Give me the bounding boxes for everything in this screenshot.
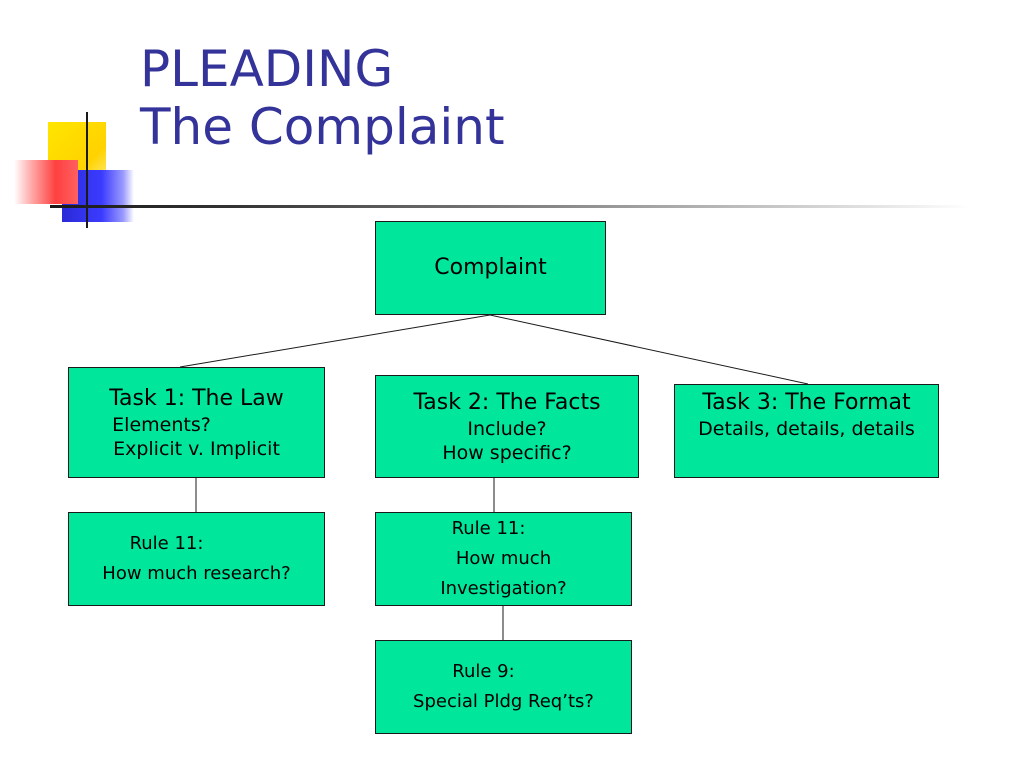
- rule9-box: Rule 9: Special Pldg Req’ts?: [375, 640, 632, 734]
- task3-title: Task 3: The Format: [702, 390, 911, 415]
- task1-box: Task 1: The Law Elements? Explicit v. Im…: [68, 367, 325, 478]
- slide-title: PLEADING The Complaint: [140, 40, 940, 156]
- rule11-research-box: Rule 11: How much research?: [68, 512, 325, 606]
- task2-box: Task 2: The Facts Include? How specific?: [375, 375, 639, 478]
- task3-box: Task 3: The Format Details, details, det…: [674, 384, 939, 478]
- task2-how-specific: How specific?: [442, 441, 572, 464]
- task2-title: Task 2: The Facts: [413, 389, 601, 415]
- slide-title-line-1: PLEADING: [140, 40, 394, 98]
- task3-details: Details, details, details: [698, 418, 915, 440]
- complaint-label: Complaint: [434, 255, 547, 280]
- slide-title-line-2: The Complaint: [140, 98, 505, 156]
- connector-root-to-task3: [489, 314, 809, 385]
- rule11-investigation-label: Rule 11:: [451, 518, 526, 539]
- task1-explicit-implicit: Explicit v. Implicit: [113, 437, 280, 460]
- rule11-investigation-how-much: How much: [455, 548, 552, 569]
- complaint-box: Complaint: [375, 221, 606, 315]
- task1-title: Task 1: The Law: [109, 385, 284, 411]
- rule11-research-label: Rule 11:: [129, 533, 204, 554]
- rule9-question: Special Pldg Req’ts?: [413, 691, 594, 712]
- rule9-label: Rule 9:: [452, 661, 515, 682]
- task1-elements: Elements?: [112, 413, 211, 436]
- decorative-red-square: [14, 160, 78, 204]
- rule11-investigation-box: Rule 11: How much Investigation?: [375, 512, 632, 606]
- decorative-vertical-line: [86, 112, 88, 228]
- rule11-research-question: How much research?: [102, 563, 291, 584]
- connector-root-to-task1: [179, 314, 491, 368]
- task2-include: Include?: [467, 417, 547, 440]
- title-underline: [50, 205, 970, 208]
- rule11-investigation-question: Investigation?: [440, 578, 567, 599]
